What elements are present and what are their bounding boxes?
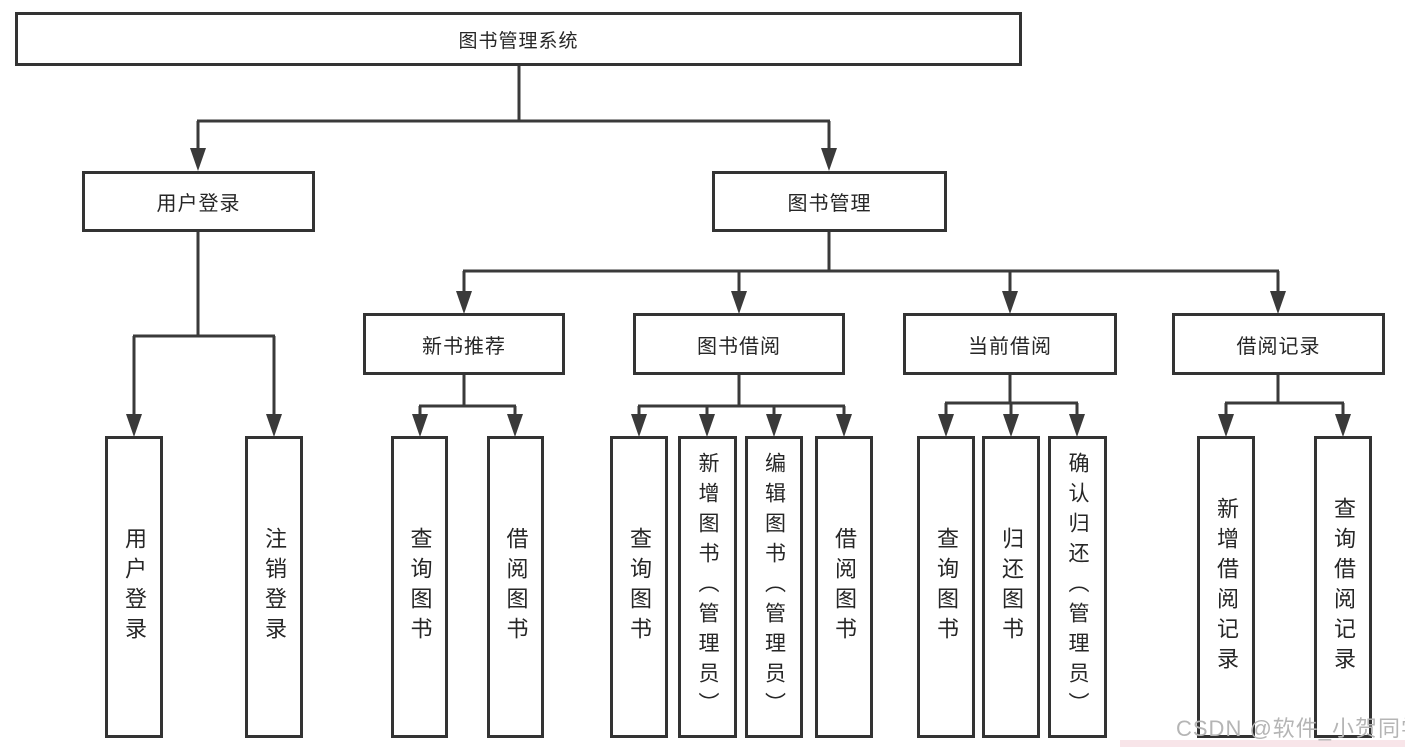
node-borrow-records: 借阅记录 (1172, 313, 1385, 375)
node-new-book-recommend: 新书推荐 (363, 313, 565, 375)
node-leaf-user-login: 用户登录 (105, 436, 163, 738)
node-book-management: 图书管理 (712, 171, 947, 232)
connector-root (190, 65, 837, 171)
node-label: 注销登录 (262, 527, 287, 647)
node-label: 用户登录 (122, 527, 147, 647)
node-label: 新增图书（管理员） (696, 452, 719, 722)
node-label: 确认归还（管理员） (1066, 452, 1089, 722)
node-leaf-borrow-books-rec: 借阅图书 (487, 436, 544, 738)
node-leaf-logout: 注销登录 (245, 436, 303, 738)
node-leaf-query-books-borrow: 查询图书 (610, 436, 668, 738)
node-leaf-confirm-return-admin: 确认归还（管理员） (1048, 436, 1107, 738)
connector-current-borrow (938, 374, 1085, 437)
node-current-borrow: 当前借阅 (903, 313, 1117, 375)
node-label: 借阅图书 (503, 527, 529, 647)
watermark-background-tint (1120, 740, 1405, 747)
connector-user-login (126, 231, 282, 437)
node-leaf-edit-books-admin: 编辑图书（管理员） (745, 436, 803, 738)
node-label: 查询图书 (627, 527, 652, 647)
connector-new-book-rec (412, 374, 523, 437)
csdn-watermark: CSDN @软件_小贺同学 (1176, 716, 1405, 741)
node-label: 归还图书 (999, 527, 1024, 647)
node-leaf-query-books-current: 查询图书 (917, 436, 975, 738)
node-label: 查询图书 (407, 527, 433, 647)
node-leaf-query-books-rec: 查询图书 (391, 436, 448, 738)
node-book-borrow: 图书借阅 (633, 313, 845, 375)
node-label: 新增借阅记录 (1214, 497, 1239, 677)
node-user-login: 用户登录 (82, 171, 315, 232)
node-leaf-add-books-admin: 新增图书（管理员） (678, 436, 737, 738)
connector-borrow-records (1218, 374, 1351, 437)
node-label: 查询图书 (934, 527, 959, 647)
node-label: 编辑图书（管理员） (762, 452, 786, 722)
node-library-system: 图书管理系统 (15, 12, 1022, 66)
connector-book-borrow (631, 374, 852, 437)
node-leaf-return-books: 归还图书 (982, 436, 1040, 738)
node-label: 借阅图书 (832, 527, 857, 647)
node-leaf-add-borrow-record: 新增借阅记录 (1197, 436, 1255, 738)
connector-book-mgmt (456, 231, 1286, 314)
node-leaf-query-borrow-record: 查询借阅记录 (1314, 436, 1372, 738)
node-leaf-borrow-books: 借阅图书 (815, 436, 873, 738)
node-label: 查询借阅记录 (1331, 497, 1356, 677)
